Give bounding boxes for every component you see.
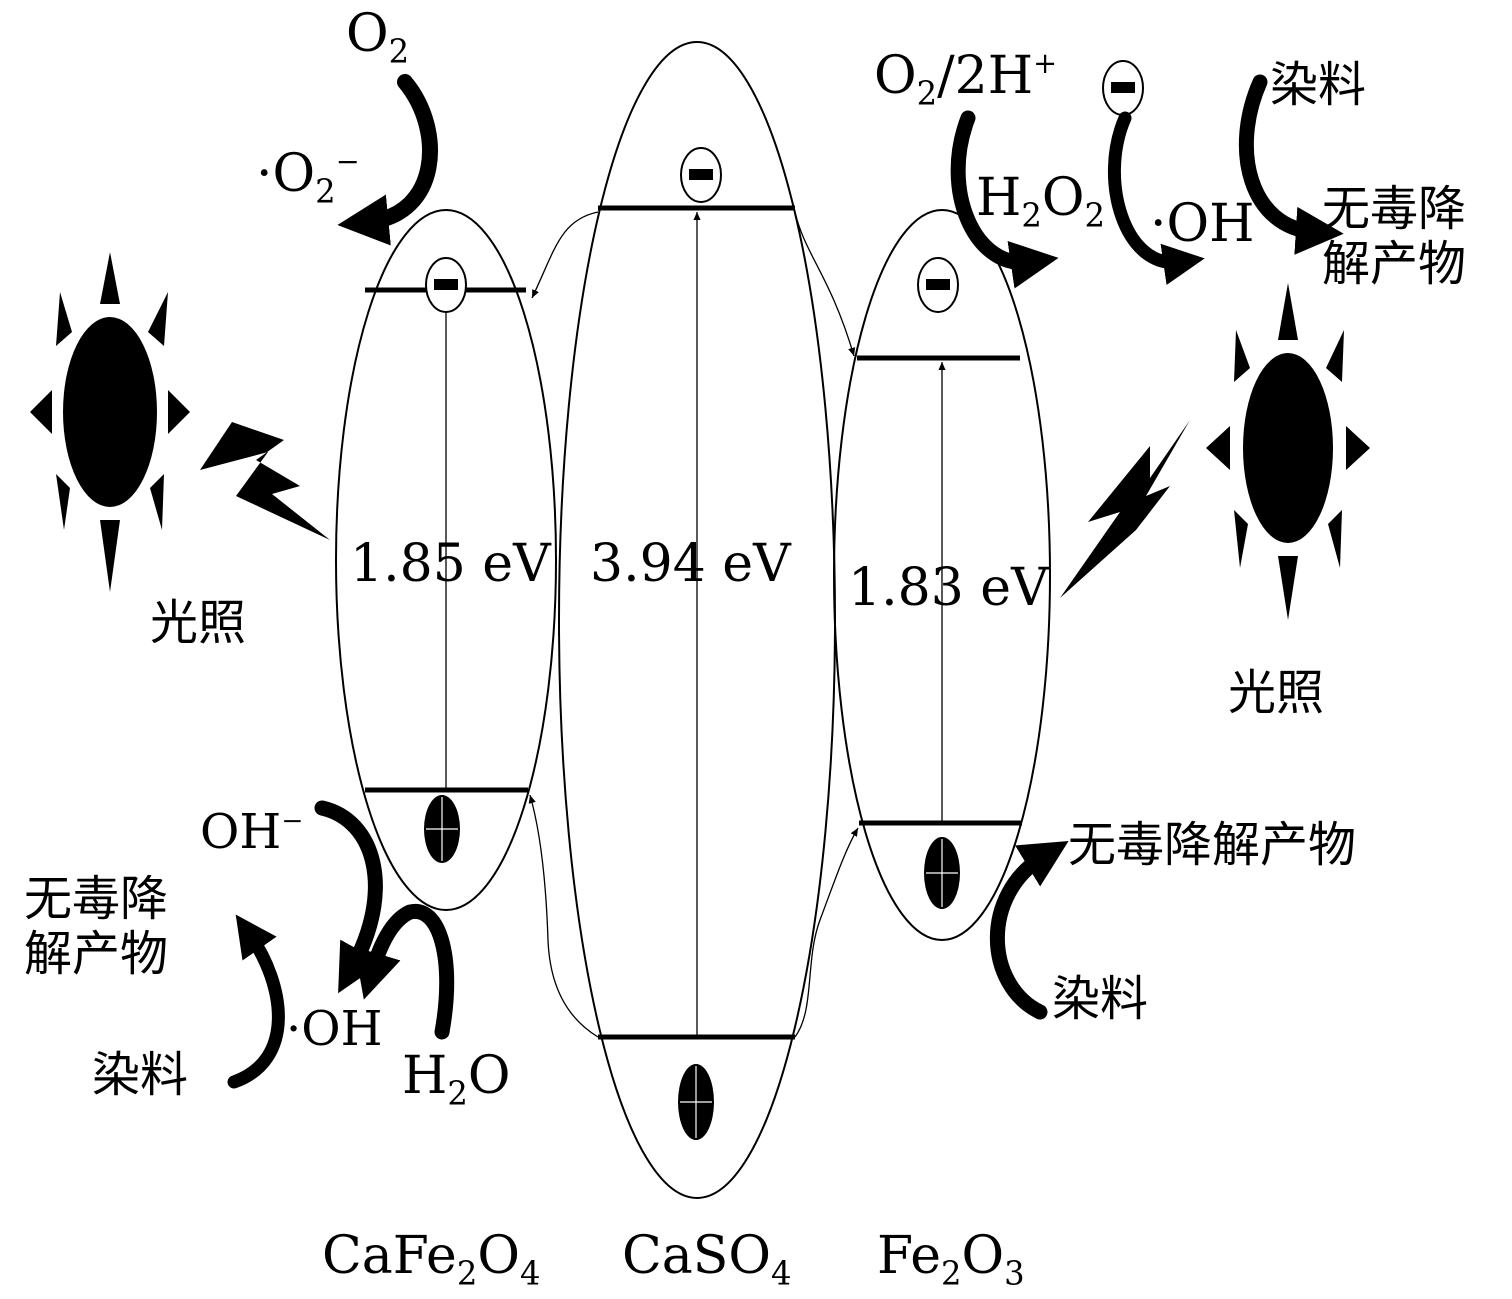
hole-transfer-caso4-to-fe2o3	[794, 827, 859, 1038]
dye-label: 染料	[1270, 57, 1367, 113]
curved-arrow-icon	[1238, 74, 1344, 255]
electron-icon	[680, 147, 722, 203]
electron-icon	[917, 257, 959, 313]
oxygen-proton-label: O2/2H+	[874, 45, 1058, 113]
cafe2o4-band-gap: 1.85 eV	[350, 534, 551, 594]
curved-arrow-icon	[989, 840, 1069, 1020]
electron-transfer-caso4-to-fe2o3	[794, 211, 856, 357]
hydrogen-peroxide-label: H2O2	[976, 168, 1106, 235]
fe2o3-ellipse	[833, 209, 1051, 941]
curved-arrow-icon	[314, 800, 383, 994]
electron-icon	[425, 257, 467, 313]
curved-arrow-icon	[1107, 111, 1205, 285]
hole-icon	[424, 795, 460, 863]
dye-label: 染料	[92, 1047, 189, 1103]
products-label: 无毒降解产物	[1068, 817, 1357, 873]
hydroxyl-radical-label: ·OH	[1150, 194, 1255, 254]
o2-label: O2	[346, 4, 410, 71]
light-label: 光照	[1228, 665, 1325, 721]
hydroxyl-radical-label: ·OH	[286, 1001, 383, 1057]
fe2o3-band-gap: 1.83 eV	[848, 558, 1049, 618]
sun-icon	[30, 252, 190, 592]
light-label: 光照	[150, 595, 247, 651]
fe2o3-label: Fe2O3	[877, 1226, 1025, 1293]
superoxide-label: ·O2−	[256, 143, 360, 211]
hole-transfer-caso4-to-cafe2o4	[528, 794, 599, 1038]
electron-icon	[1102, 60, 1144, 116]
lightning-icon	[1060, 420, 1190, 598]
lightning-icon	[200, 422, 330, 540]
products-label: 无毒降解产物	[24, 871, 169, 983]
hole-icon	[678, 1064, 714, 1140]
water-label: H2O	[402, 1046, 511, 1113]
sun-icon	[1206, 283, 1370, 620]
caso4-band-gap: 3.94 eV	[590, 534, 791, 594]
curved-arrow-icon	[337, 74, 438, 246]
cafe2o4-ellipse	[335, 209, 557, 911]
curved-arrow-icon	[950, 110, 1059, 289]
cafe2o4-label: CaFe2O4	[322, 1226, 541, 1293]
curved-arrow-icon	[354, 903, 455, 1040]
products-label: 无毒降解产物	[1322, 181, 1467, 293]
hydroxide-label: OH−	[200, 804, 304, 860]
dye-label: 染料	[1052, 971, 1149, 1027]
caso4-label: CaSO4	[622, 1226, 792, 1293]
curved-arrow-icon	[227, 914, 285, 1089]
electron-transfer-caso4-to-cafe2o4	[531, 211, 599, 299]
hole-icon	[924, 837, 960, 909]
